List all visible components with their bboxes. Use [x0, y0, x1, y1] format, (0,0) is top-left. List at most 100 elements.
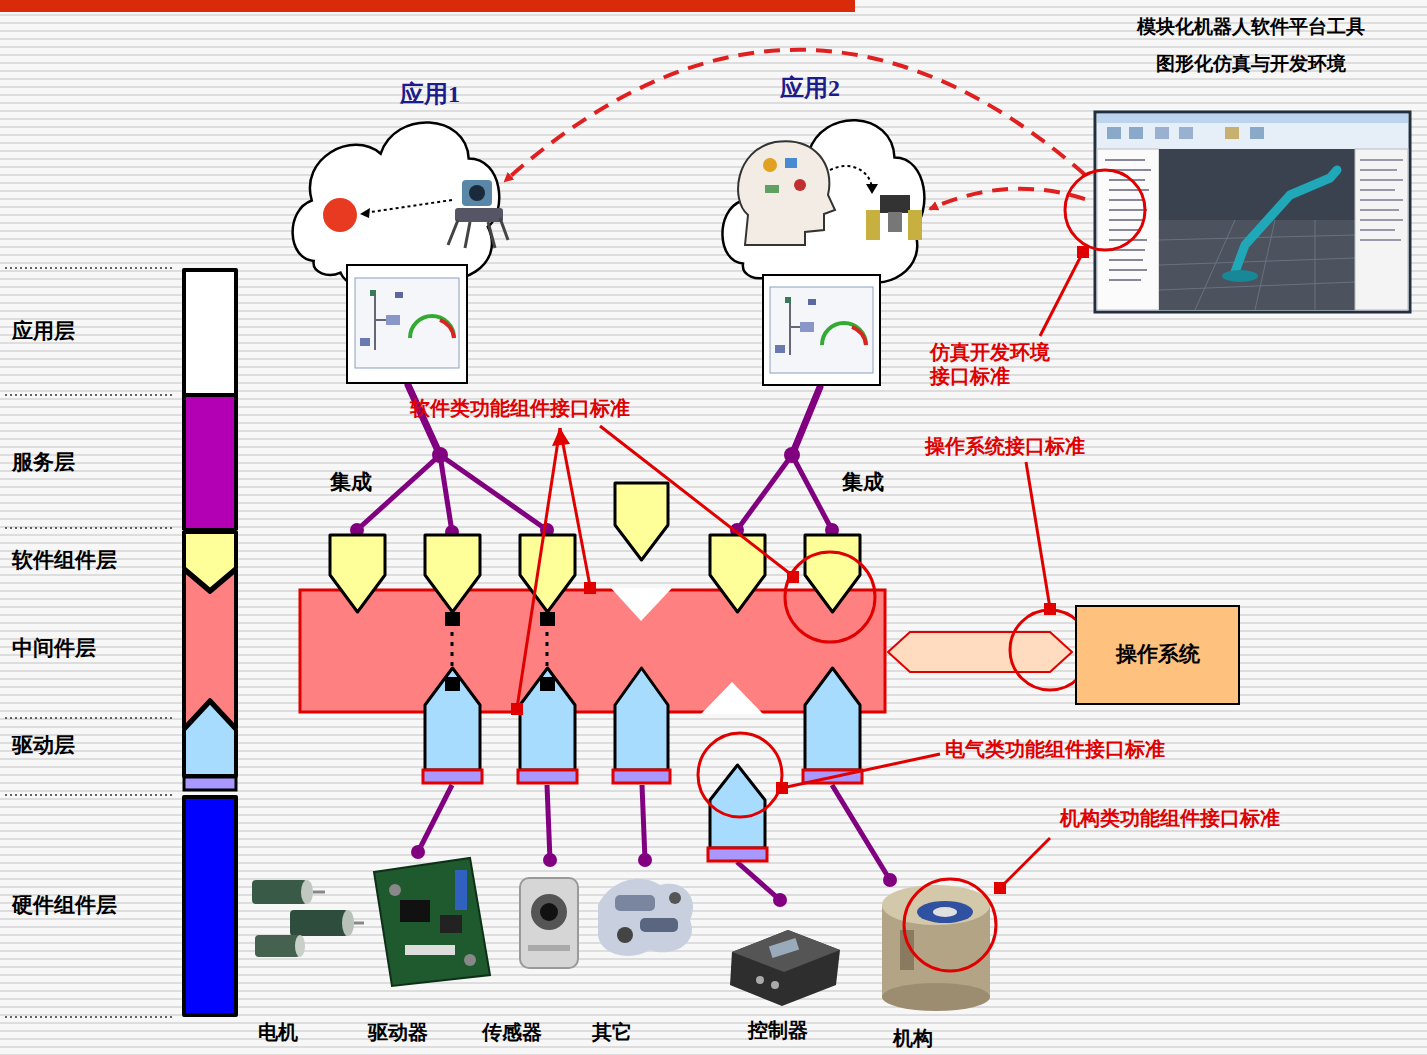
- motor-picture-part: [255, 935, 300, 957]
- leader-end-square-part: [776, 782, 788, 794]
- motor-picture-part: [354, 922, 364, 925]
- platform-screenshot-part-part: [1109, 239, 1147, 241]
- driver-component-part: [805, 668, 860, 770]
- integration-wires-part: [737, 862, 780, 900]
- layer-separators: [5, 268, 175, 1017]
- mechanism-picture-part: [917, 901, 973, 923]
- application-cloud: 应用2: [715, 74, 930, 299]
- part-caption: 机构: [893, 1026, 933, 1050]
- motor-picture-part: [313, 891, 325, 894]
- driver-board-picture-part: [455, 870, 467, 910]
- software-component-part: [805, 535, 860, 612]
- layer-separators-part: [5, 394, 175, 396]
- platform-screenshot-part-part: [1109, 229, 1141, 231]
- integration-wires-part: [832, 785, 890, 880]
- integration-label: 集成: [330, 470, 372, 495]
- callout-circle: [698, 552, 1090, 971]
- layer-band-shape-part: [184, 797, 236, 1015]
- leader-arrowhead: [552, 428, 570, 446]
- platform-screenshot-part-part: [1360, 219, 1403, 221]
- platform-screenshot-part-part: [1109, 179, 1145, 181]
- wire-dots-part: [638, 853, 652, 867]
- driver-board-picture: [374, 858, 490, 986]
- integration-wires-part: [792, 455, 832, 530]
- layer-band-shape-part: [184, 777, 236, 790]
- layer-band: 软件组件层: [8, 530, 240, 592]
- platform-title: 图形化仿真与开发环境: [1156, 53, 1346, 76]
- platform-screenshot-part-part: [1360, 209, 1399, 211]
- leader-end-square-part: [584, 582, 596, 594]
- app-screenshot-part: [386, 315, 400, 325]
- callout-circle-part: [904, 879, 996, 971]
- wire-dots-part: [773, 893, 787, 907]
- hardware-interface-strip-part: [518, 770, 577, 783]
- motor-picture: [252, 880, 364, 957]
- interface-callout: 仿真开发环境接口标准: [930, 340, 1054, 388]
- layer-band-shape-part: [184, 270, 236, 395]
- platform-screenshot-part-part: [1109, 219, 1145, 221]
- other-device-picture-part: [669, 892, 681, 904]
- os-box: 操作系统: [1075, 605, 1240, 705]
- platform-screenshot-part: [1097, 114, 1408, 123]
- pass-through-link-part: [540, 612, 555, 626]
- platform-screenshot-part-part: [1360, 229, 1395, 231]
- other-device-picture-part: [640, 918, 678, 932]
- driver-component-part: [520, 668, 575, 770]
- software-component: [330, 483, 860, 612]
- platform-screenshot-part-part: [1315, 220, 1316, 310]
- platform-screenshot-part: [1360, 160, 1403, 240]
- platform-screenshot-part-part: [1360, 199, 1403, 201]
- layer-name: 硬件组件层: [12, 893, 117, 918]
- leader-line-part: [560, 428, 590, 586]
- driver-board-picture-part: [464, 954, 476, 966]
- platform-screenshot-part-part: [1195, 220, 1235, 310]
- driver-board-picture-part: [405, 945, 455, 955]
- pass-through-link-part: [546, 632, 549, 672]
- platform-screenshot-part: [1129, 127, 1143, 139]
- top-bar: [0, 0, 855, 12]
- app-screenshot-part: [790, 326, 814, 328]
- controller-picture-part: [769, 938, 799, 958]
- platform-screenshot-part-part: [1109, 249, 1145, 251]
- layer-band-shape: [182, 700, 238, 792]
- motor-picture-part: [301, 880, 313, 904]
- leader-line-part: [600, 426, 793, 576]
- app-title: 应用1: [400, 80, 460, 109]
- cloud-outline: [285, 105, 505, 295]
- integration-wires-part: [440, 455, 547, 530]
- driver-component: [425, 668, 860, 848]
- platform-title: 模块化机器人软件平台工具: [1137, 16, 1365, 39]
- sensor-picture-part: [528, 945, 570, 951]
- app-title: 应用2: [780, 74, 840, 103]
- integration-label: 集成: [842, 470, 884, 495]
- mechanism-picture-part: [882, 885, 990, 925]
- platform-screenshot-part: [1097, 123, 1408, 149]
- software-component-part: [615, 483, 668, 560]
- platform-screenshot-part-part: [1109, 279, 1141, 281]
- driver-component-part: [425, 668, 480, 770]
- layer-band-shape-part: [184, 395, 236, 530]
- platform-screenshot-part-part: [1109, 259, 1143, 261]
- app-screenshot-part: [360, 338, 370, 346]
- app-screenshot-part: [785, 297, 791, 303]
- app-screenshot-part: [355, 278, 459, 368]
- other-device-picture-part: [615, 895, 655, 911]
- wire-dots-part: [432, 447, 448, 463]
- vision-app-figure-part-part: [500, 218, 508, 240]
- os-name: 操作系统: [1116, 642, 1200, 667]
- platform-screenshot-part: [1107, 127, 1121, 139]
- hardware-interface-strip-part: [613, 770, 670, 783]
- layer-band: 服务层: [8, 395, 240, 530]
- leader-end-square: [1077, 246, 1089, 258]
- part-caption: 电机: [258, 1020, 298, 1044]
- dashed-arrow: [930, 189, 1085, 209]
- app-screenshot-part: [395, 292, 403, 298]
- software-component-part: [520, 535, 575, 612]
- platform-screenshot-part-part: [1109, 199, 1143, 201]
- platform-screenshot-part: [1250, 127, 1264, 139]
- integration-wires-part: [418, 785, 452, 852]
- platform-screenshot-part: [1355, 149, 1408, 310]
- platform-screenshot-part-part: [1360, 159, 1403, 161]
- app-screenshot-part: [808, 299, 816, 305]
